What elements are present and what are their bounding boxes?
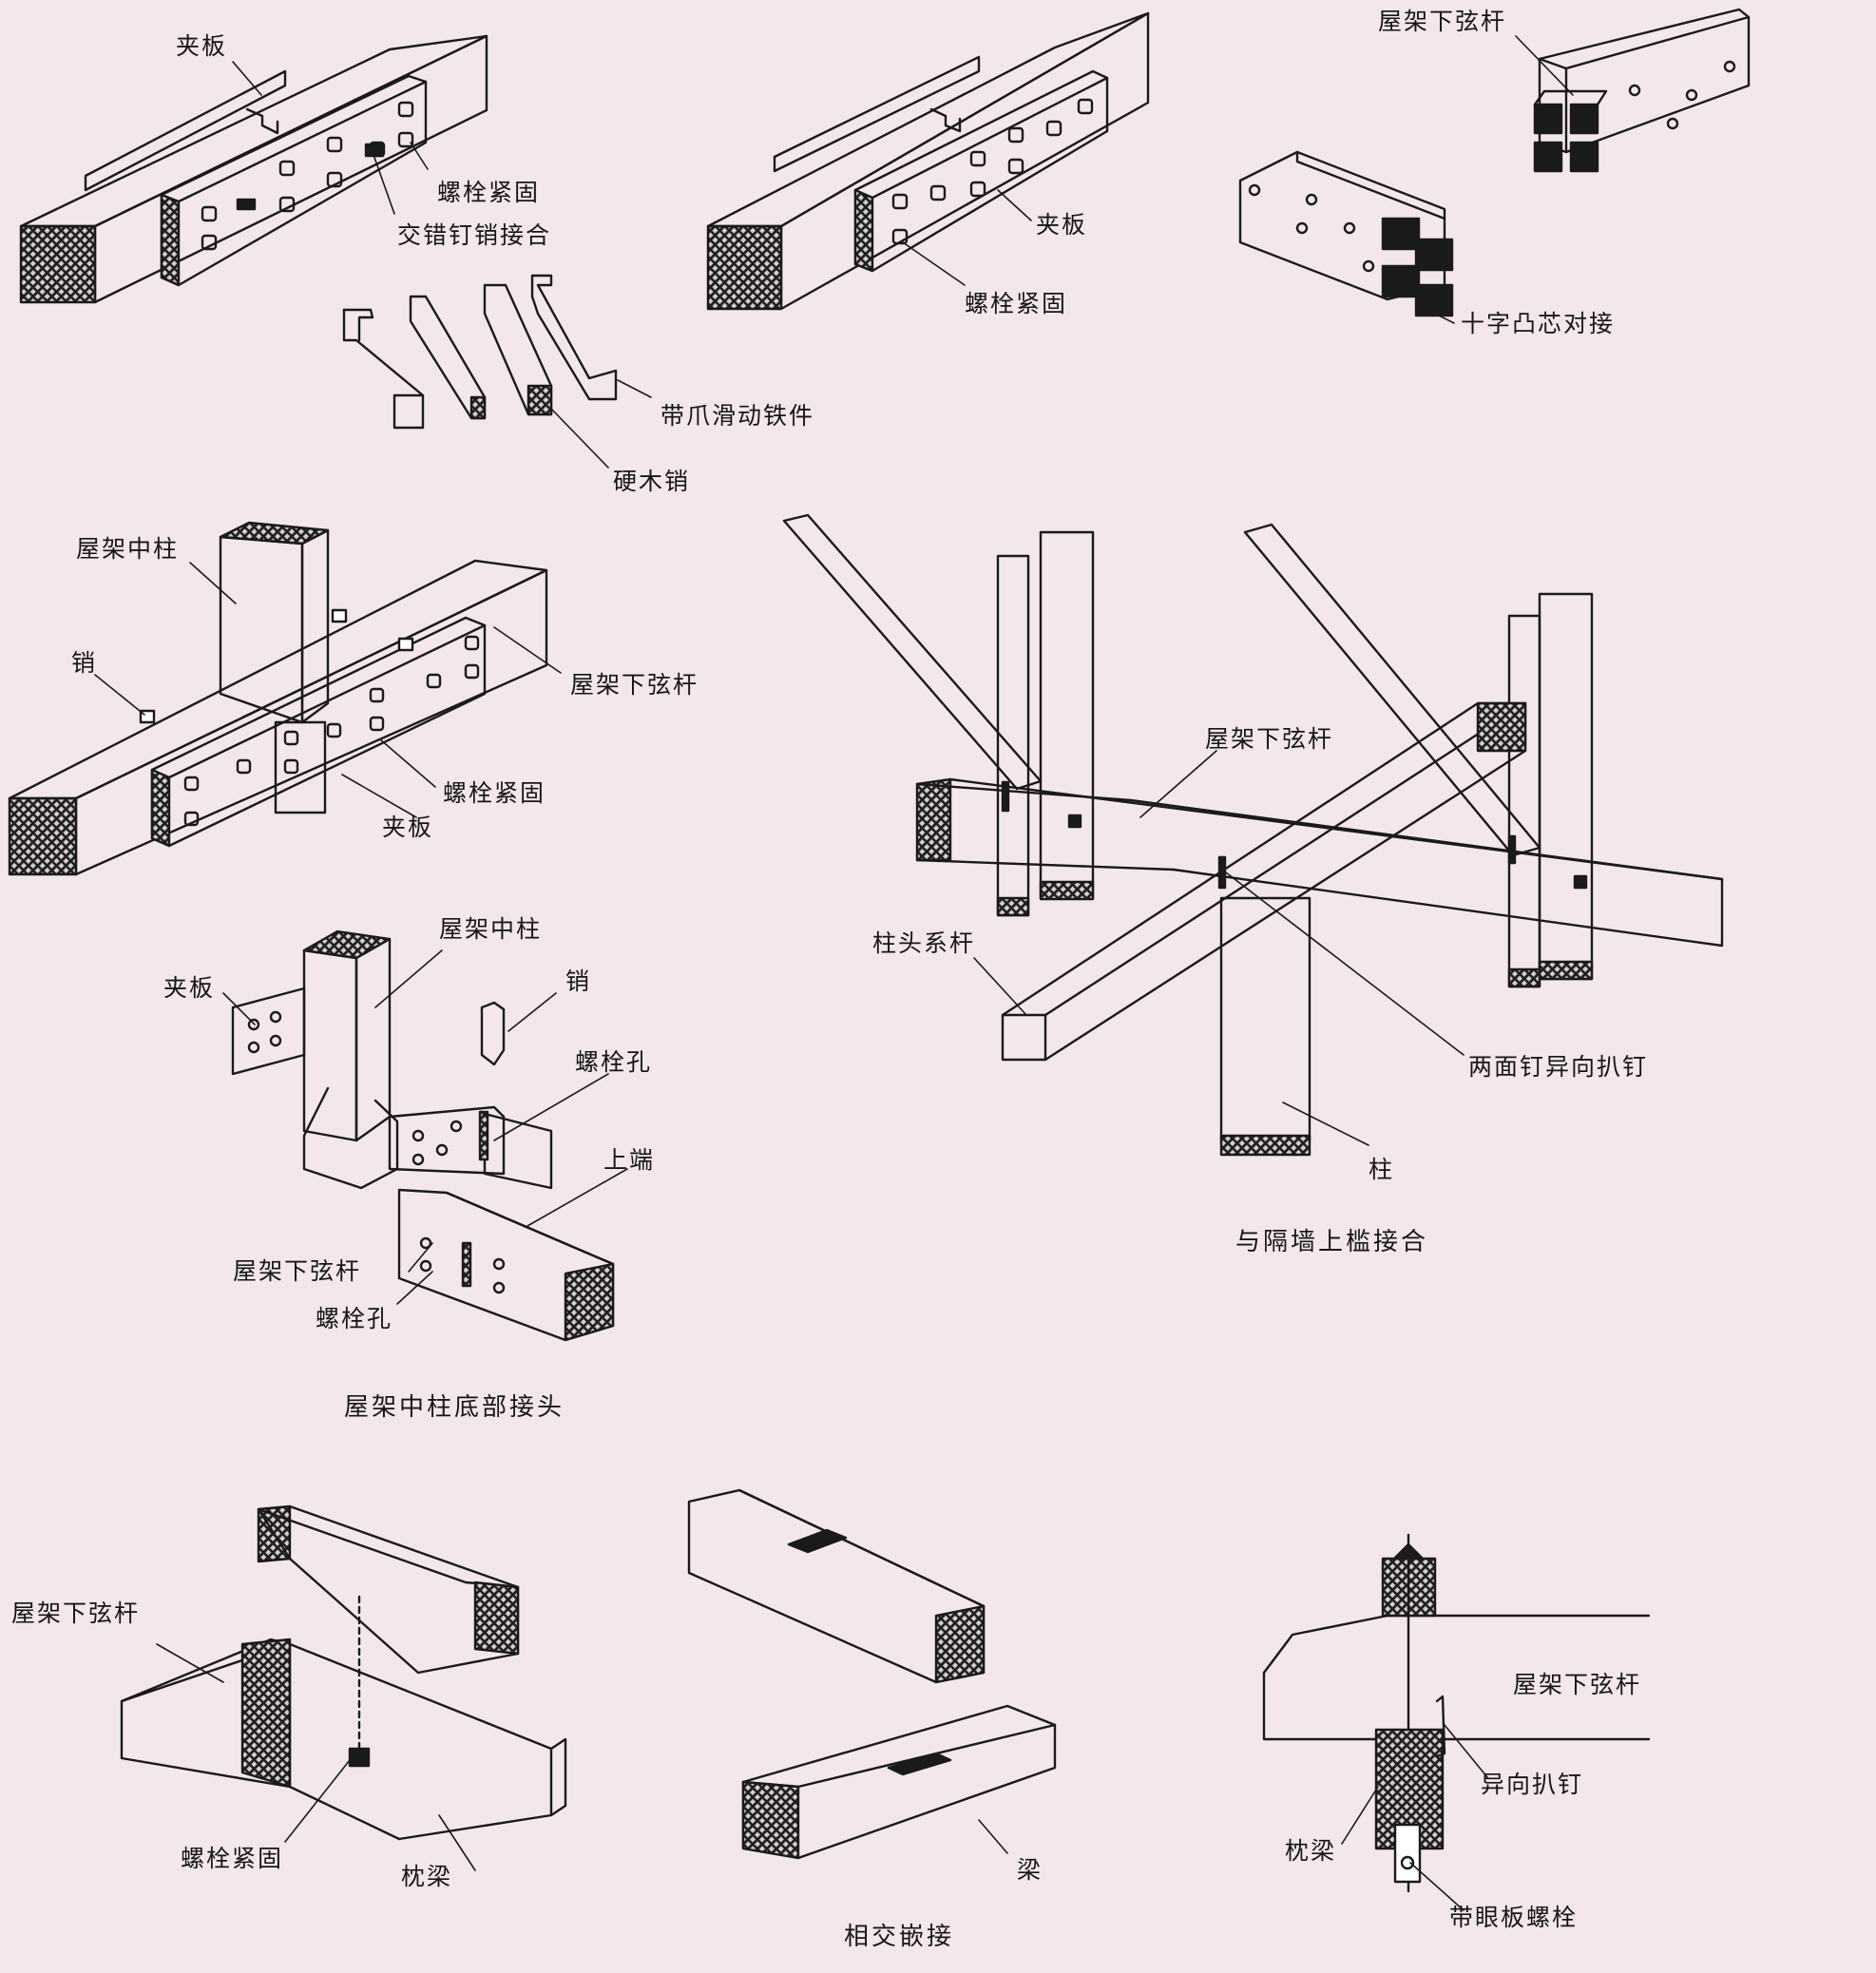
label-bolt-fastening-1: 螺栓紧固	[437, 179, 541, 206]
label-truss-lower-chord-1: 屋架下弦杆	[1378, 8, 1507, 35]
label-clamp-plate-2: 夹板	[1036, 211, 1088, 239]
label-truss-lower-chord-2: 屋架下弦杆	[570, 671, 699, 699]
label-bolt-fastening-4: 螺栓紧固	[181, 1845, 284, 1872]
bolted-splice	[706, 11, 1150, 311]
cross-embedded-joint	[687, 1488, 1057, 1860]
pillow-beam-lower-chord	[120, 1504, 567, 1841]
label-upper-end: 上端	[603, 1146, 656, 1174]
clamped-splice-with-pins	[19, 34, 488, 304]
label-beam: 梁	[1017, 1856, 1043, 1884]
leader-lines	[94, 35, 1574, 1911]
label-clamp-plate-1: 夹板	[176, 32, 228, 60]
label-cross-tenon-butt-joint: 十字凸芯对接	[1461, 310, 1616, 337]
label-truss-lower-chord-4: 屋架下弦杆	[233, 1257, 362, 1285]
label-pin-2: 销	[565, 967, 592, 995]
caption-middle-post-bottom-joint: 屋架中柱底部接头	[344, 1393, 565, 1422]
caption-partition-lintel-joint: 与隔墙上槛接合	[1235, 1228, 1429, 1256]
label-bolt-hole-1: 螺栓孔	[575, 1048, 653, 1076]
label-truss-middle-post-1: 屋架中柱	[76, 535, 180, 563]
label-sliding-iron-with-claws: 带爪滑动铁件	[660, 402, 815, 430]
label-pin-1: 销	[71, 649, 98, 677]
label-bolt-fastening-2: 螺栓紧固	[965, 290, 1068, 317]
label-truss-lower-chord-3: 屋架下弦杆	[1205, 725, 1334, 753]
label-two-face-opposite-staple: 两面钉异向扒钉	[1468, 1053, 1649, 1081]
middle-post-bottom-joint	[231, 929, 615, 1342]
label-column: 柱	[1369, 1156, 1395, 1183]
cross-tenon-butt-joint	[1238, 8, 1751, 317]
eye-plate-bolt-section	[1262, 1533, 1651, 1893]
label-staggered-nail-pin-joint: 交错钉销接合	[397, 221, 552, 249]
label-pillow-beam-1: 枕梁	[401, 1863, 453, 1890]
label-pillow-beam-2: 枕梁	[1285, 1837, 1337, 1865]
sliding-iron-and-pins	[342, 274, 618, 430]
label-clamp-plate-4: 夹板	[163, 974, 216, 1002]
label-eye-plate-bolt: 带眼板螺栓	[1449, 1904, 1579, 1931]
label-column-head-tie: 柱头系杆	[872, 929, 976, 957]
label-opposite-staple: 异向扒钉	[1481, 1771, 1584, 1798]
partition-lintel-junction	[782, 513, 1724, 1157]
label-bolt-hole-2: 螺栓孔	[316, 1305, 393, 1332]
caption-cross-embedded-joint: 相交嵌接	[844, 1923, 955, 1951]
label-hardwood-pin: 硬木销	[613, 468, 691, 495]
label-clamp-plate-3: 夹板	[382, 814, 434, 841]
label-bolt-fastening-3: 螺栓紧固	[443, 779, 546, 807]
label-truss-lower-chord-6: 屋架下弦杆	[1513, 1671, 1642, 1698]
label-truss-lower-chord-5: 屋架下弦杆	[11, 1599, 141, 1627]
middle-post-with-lower-chord	[8, 521, 548, 876]
label-truss-middle-post-2: 屋架中柱	[439, 915, 543, 943]
